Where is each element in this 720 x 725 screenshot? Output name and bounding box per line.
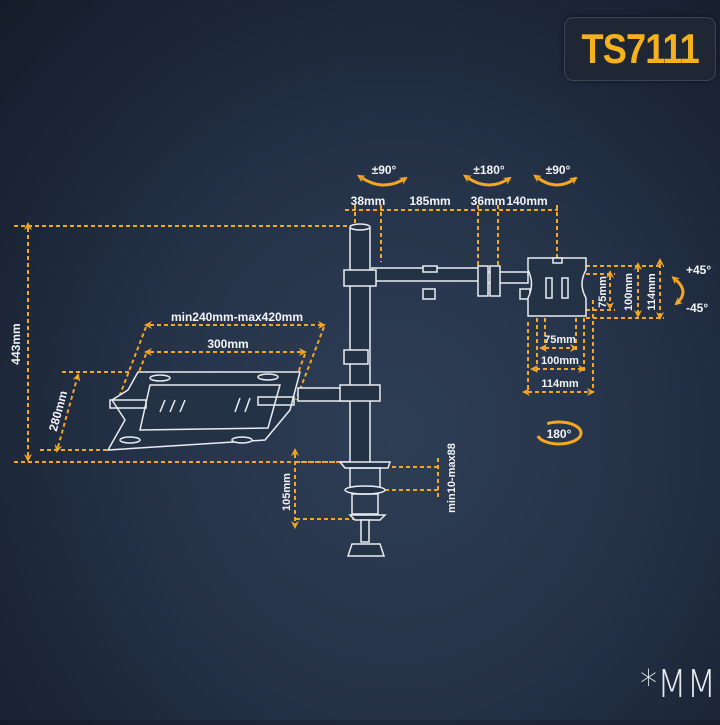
tilt-down-label: -45°	[686, 301, 708, 315]
vesa-h100: 100mm	[541, 355, 579, 367]
rotate-arrow-head	[533, 174, 578, 187]
rotation-arrows	[356, 174, 685, 446]
arm-dim-d: 140mm	[506, 194, 547, 208]
dimension-lines	[14, 205, 664, 529]
tray-width: 300mm	[207, 337, 248, 351]
rotation-label-head: ±90°	[546, 163, 571, 177]
rotation-label-arm1: ±90°	[372, 163, 397, 177]
vesa-plate	[527, 257, 587, 317]
model-badge: TS7111	[564, 17, 716, 81]
vesa-v100: 100mm	[623, 273, 635, 311]
model-number: TS7111	[581, 25, 699, 72]
rotate-arrow-arm2	[463, 174, 512, 187]
arm-dim-c: 36mm	[471, 194, 506, 208]
mount-line-art	[106, 223, 587, 557]
arm-dim-a: 38mm	[351, 194, 386, 208]
tilt-up-label: +45°	[686, 263, 711, 277]
swivel-arrow	[535, 420, 583, 446]
vesa-h114: 114mm	[541, 378, 579, 390]
tray-depth: 280mm	[46, 389, 70, 433]
clamp-knob	[346, 543, 386, 557]
desk-clamp	[338, 461, 392, 469]
swivel-label: 180°	[547, 427, 572, 441]
pole	[349, 225, 371, 467]
clamp-thickness: min10-max88	[446, 443, 458, 513]
vesa-v114: 114mm	[646, 273, 658, 311]
vesa-h75: 75mm	[544, 334, 576, 346]
clamp-height: 105mm	[281, 473, 293, 511]
total-height: 443mm	[9, 323, 23, 364]
arm-dim-b: 185mm	[409, 194, 450, 208]
rotation-label-arm2: ±180°	[473, 163, 505, 177]
rotate-arrow-arm1	[356, 174, 408, 187]
vesa-v75: 75mm	[597, 276, 609, 308]
unit-note: *MM	[640, 662, 717, 706]
tray-width-range: min240mm-max420mm	[171, 310, 303, 324]
tilt-arrow	[671, 276, 685, 306]
